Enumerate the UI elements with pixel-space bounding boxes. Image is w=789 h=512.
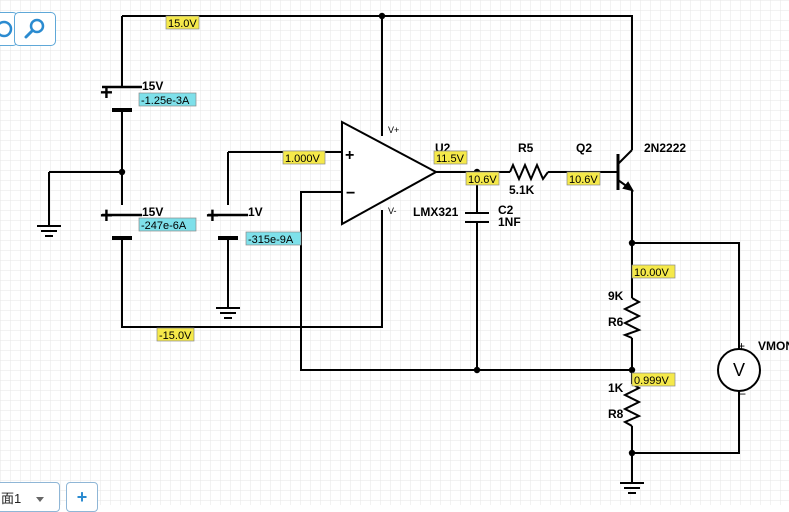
refresh-icon	[0, 20, 13, 38]
supply-bottom-voltage: -15.0V	[159, 330, 192, 342]
zoom-icon	[24, 18, 45, 39]
battery-1[interactable]: +	[100, 80, 142, 112]
opamp-u2[interactable]	[341, 120, 439, 226]
feedback-voltage: 0.999V	[634, 375, 670, 387]
r5-value: 5.1K	[509, 183, 535, 197]
battery-3[interactable]: +	[206, 203, 248, 240]
vmon-name: VMON	[758, 339, 789, 353]
battery-3-current: -315e-9A	[248, 234, 294, 246]
battery-2-plus: +	[100, 203, 113, 228]
voltmeter-symbol: V	[733, 360, 745, 380]
opamp-minus-sign: −	[346, 185, 355, 202]
add-tab-button[interactable]: +	[66, 482, 98, 512]
noninv-input-voltage: 1.000V	[285, 153, 321, 165]
battery-2-value: 15V	[142, 205, 163, 219]
node-after-opamp-voltage: 10.6V	[468, 174, 497, 186]
resistor-r8[interactable]	[622, 383, 642, 427]
resistor-r5[interactable]	[509, 162, 549, 182]
r6-value: 9K	[608, 289, 624, 303]
q2-name: Q2	[576, 141, 592, 155]
voltmeter-vmon[interactable]	[717, 348, 761, 392]
zoom-button[interactable]	[14, 12, 56, 46]
battery-1-plus: +	[100, 80, 113, 105]
c2-value: 1NF	[498, 215, 521, 229]
voltmeter-minus: −	[739, 387, 746, 401]
chevron-down-icon[interactable]	[35, 496, 45, 504]
battery-3-plus: +	[206, 203, 219, 228]
page-tab-label: 面1	[1, 490, 22, 506]
emitter-voltage: 10.00V	[634, 267, 670, 279]
capacitor-c2[interactable]	[465, 212, 489, 223]
battery-3-value: 1V	[248, 205, 263, 219]
ground-left[interactable]	[37, 225, 61, 237]
voltmeter-plus: +	[738, 339, 745, 353]
ground-bottom[interactable]	[620, 482, 644, 494]
battery-2[interactable]: +	[100, 203, 142, 240]
battery-2-current: -247e-6A	[141, 220, 187, 232]
base-voltage: 10.6V	[569, 174, 598, 186]
r6-name: R6	[608, 315, 624, 329]
vplus-pin-label: V+	[388, 125, 399, 135]
opamp-plus-sign: +	[345, 147, 354, 164]
resistor-r6[interactable]	[622, 297, 642, 339]
vminus-pin-label: V-	[388, 206, 397, 216]
plus-icon: +	[76, 487, 88, 507]
c2-name: C2	[498, 203, 514, 217]
ground-source[interactable]	[216, 307, 240, 319]
transistor-q2[interactable]	[616, 149, 635, 192]
q2-model: 2N2222	[644, 141, 686, 155]
battery-1-current: -1.25e-3A	[141, 95, 190, 107]
opamp-output-voltage: 11.5V	[436, 153, 465, 165]
r8-value: 1K	[608, 381, 624, 395]
r8-name: R8	[608, 407, 624, 421]
r5-name: R5	[518, 141, 534, 155]
supply-top-voltage: 15.0V	[168, 18, 197, 30]
page-tab[interactable]: 面1	[0, 482, 60, 512]
opamp-model: LMX321	[413, 205, 459, 219]
battery-1-value: 15V	[142, 79, 163, 93]
